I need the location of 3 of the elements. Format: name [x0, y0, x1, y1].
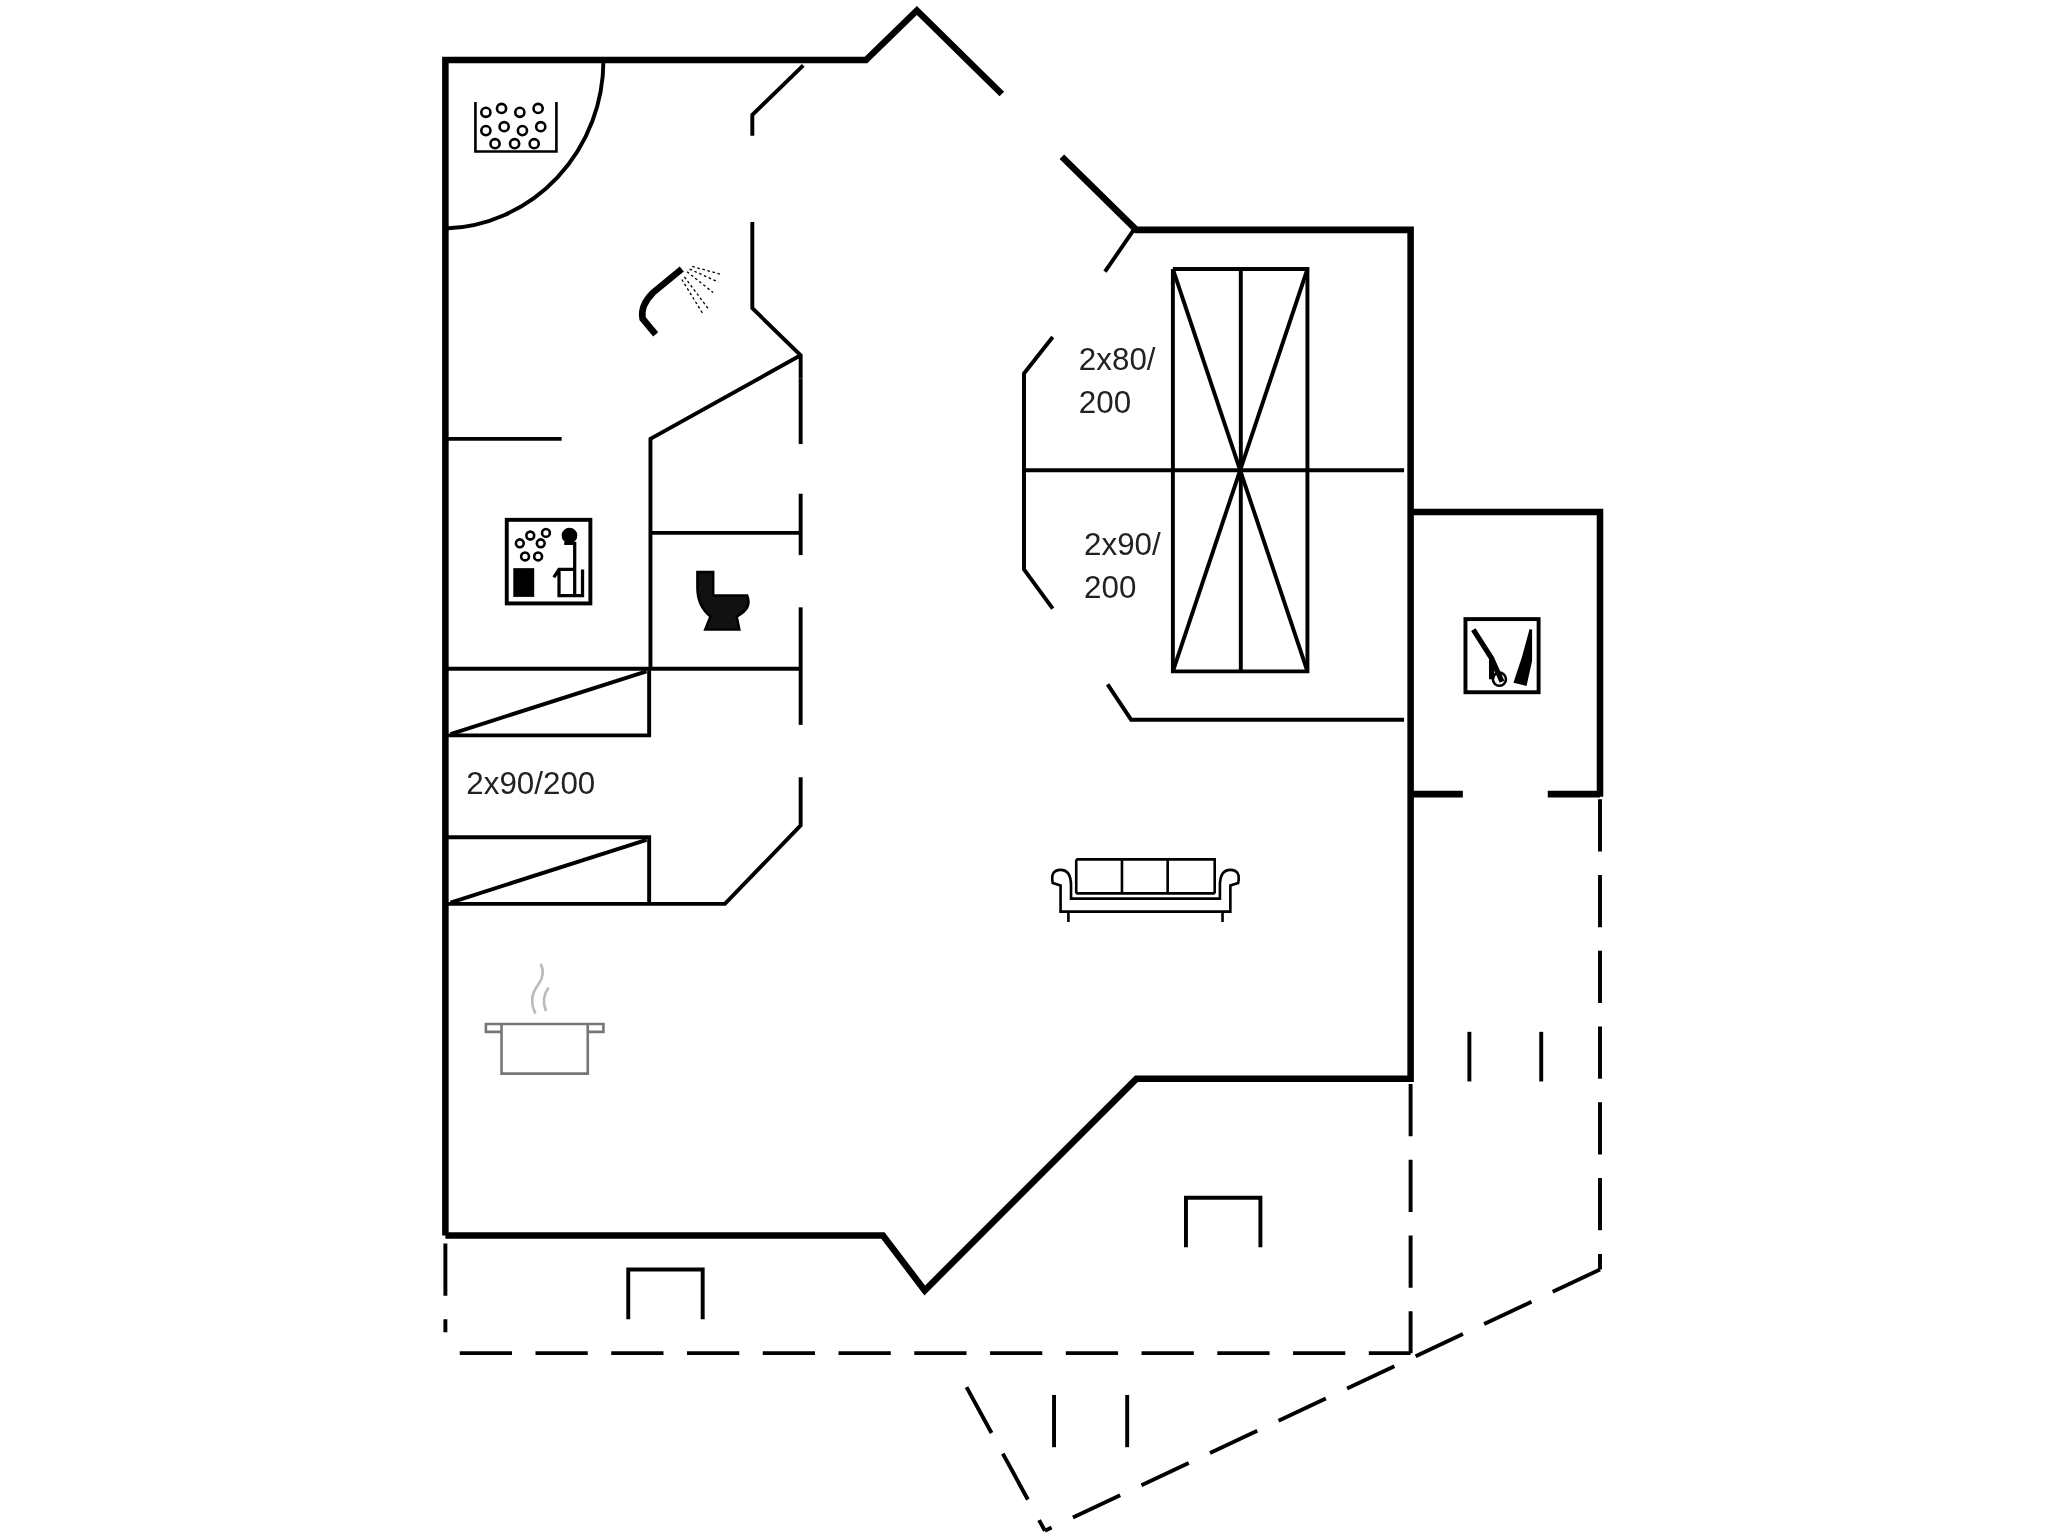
bed-size-label: 2x90/ 200 — [1084, 525, 1162, 607]
bed-size-label: 2x90/200 — [466, 764, 597, 803]
bed-size-label: 2x80/ 200 — [1078, 339, 1157, 422]
